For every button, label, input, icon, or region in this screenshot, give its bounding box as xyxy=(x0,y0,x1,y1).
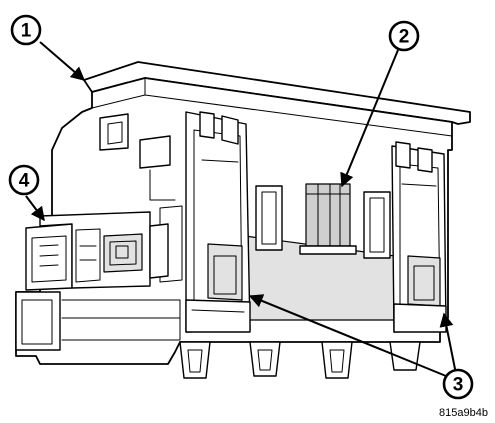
retaining-clip-right xyxy=(391,141,447,333)
leader-4 xyxy=(25,195,45,222)
leader-3a xyxy=(248,294,447,377)
leader-3b xyxy=(439,312,457,375)
relay-component xyxy=(299,183,357,255)
callout-4: 4 xyxy=(8,164,40,196)
callout-3: 3 xyxy=(442,368,474,400)
svg-text:2: 2 xyxy=(399,27,410,48)
callout-1: 1 xyxy=(10,14,42,46)
figure-code: 815a9b4b xyxy=(439,407,488,419)
wire-connector xyxy=(25,211,169,291)
svg-text:3: 3 xyxy=(453,375,464,396)
callout-2: 2 xyxy=(388,20,420,52)
leader-1 xyxy=(39,41,86,81)
svg-text:1: 1 xyxy=(21,21,32,42)
retaining-clip-left xyxy=(185,111,251,333)
leader-2 xyxy=(340,49,399,188)
leader-lines xyxy=(25,41,457,377)
svg-text:4: 4 xyxy=(19,171,30,192)
